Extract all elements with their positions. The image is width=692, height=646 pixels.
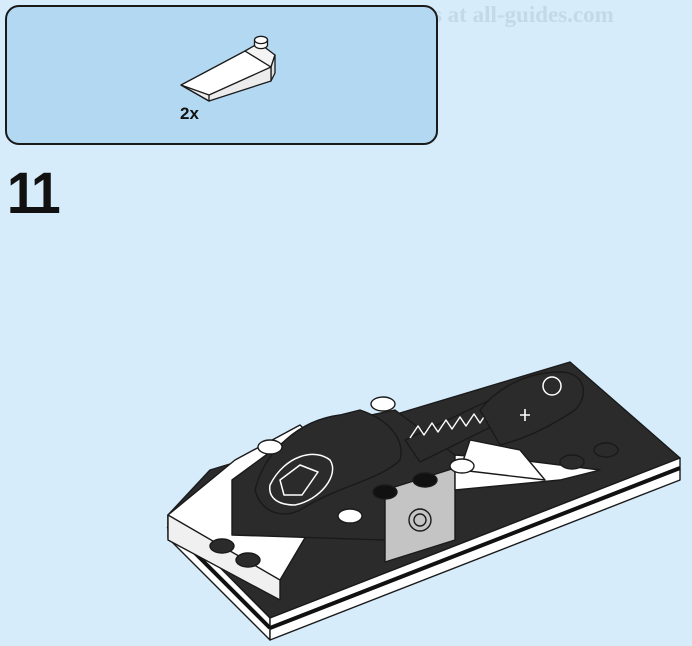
assembly-model-illustration: [0, 0, 692, 646]
